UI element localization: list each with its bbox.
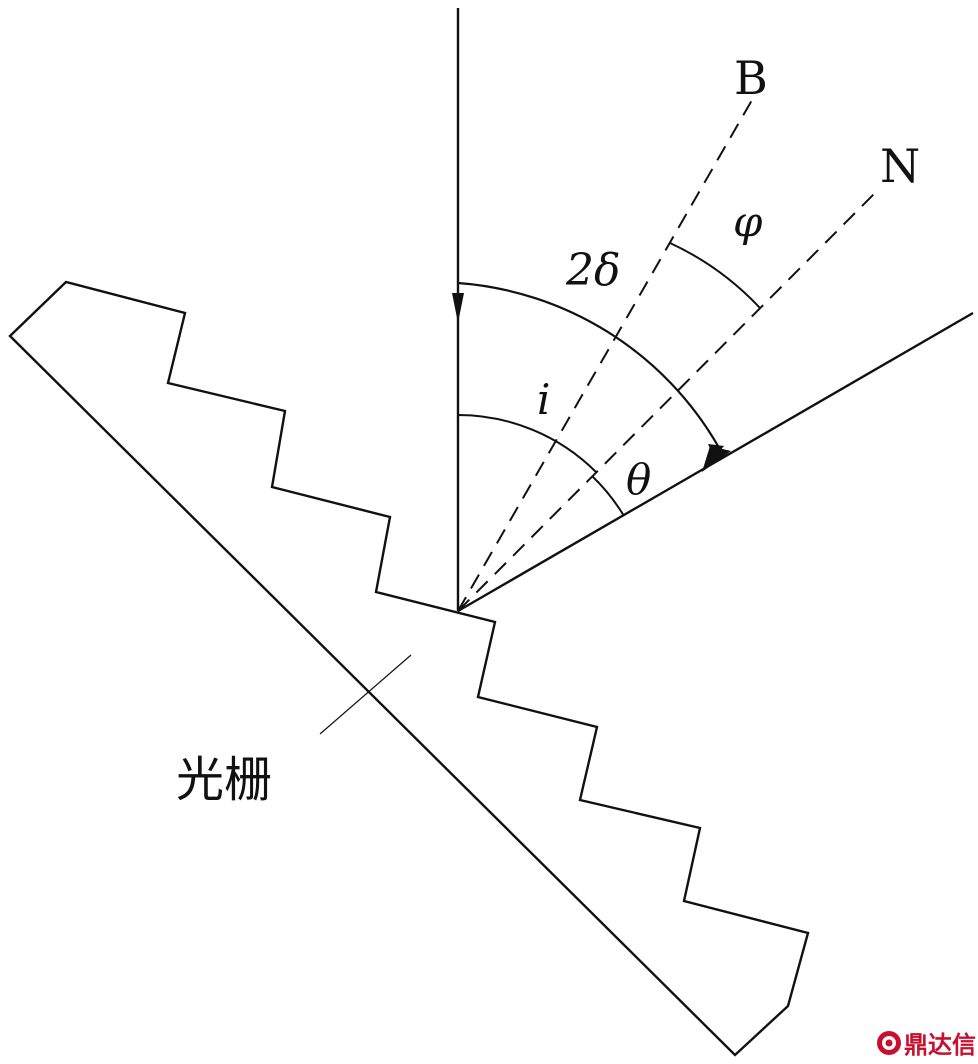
arc-i xyxy=(457,414,597,473)
watermark-text: 鼎达信 xyxy=(904,1031,976,1059)
label-2delta: 2δ xyxy=(565,245,620,296)
label-grating: 光栅 xyxy=(176,752,272,808)
diffracted-arrow-icon xyxy=(702,446,731,472)
grating-outline xyxy=(8,280,810,1057)
normal-n-dashed xyxy=(457,191,877,612)
arc-2delta xyxy=(457,281,719,447)
grating-leader-line xyxy=(319,654,412,735)
watermark-logo: 鼎达信 xyxy=(877,1031,976,1059)
label-b: B xyxy=(734,51,768,105)
label-phi: φ xyxy=(733,197,763,246)
ray-b-dashed xyxy=(457,99,753,612)
incident-arrow-icon xyxy=(452,293,464,323)
label-i: i xyxy=(537,375,550,424)
label-n: N xyxy=(880,139,920,193)
arc-theta xyxy=(591,475,625,517)
label-theta: θ xyxy=(626,455,651,504)
arc-phi xyxy=(669,242,761,309)
arc-2delta-arrow-icon xyxy=(708,444,724,458)
